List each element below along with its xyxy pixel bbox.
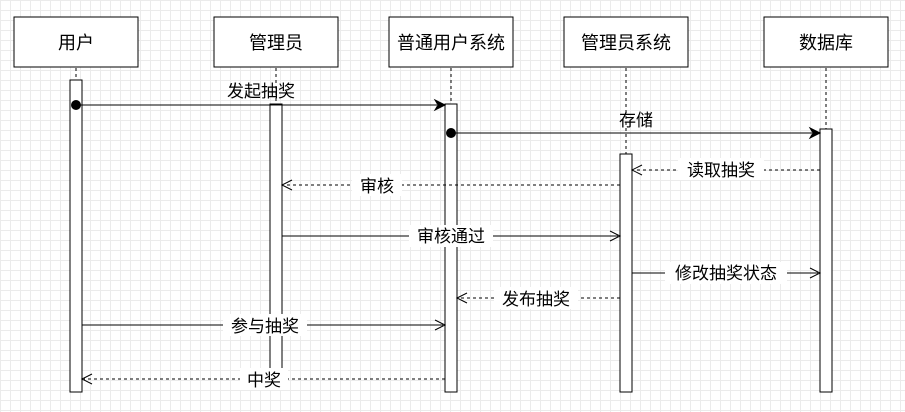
arrowhead-open [280, 179, 293, 191]
message-label: 发布抽奖 [502, 290, 570, 310]
message-read-lottery: 读取抽奖 [630, 158, 820, 181]
participant-user-system: 普通用户系统 [388, 16, 514, 68]
message-label: 参与抽奖 [231, 317, 299, 337]
participant-admin-system: 管理员系统 [563, 16, 689, 68]
participant-label: 普通用户系统 [397, 33, 505, 54]
participant-label: 用户 [58, 33, 94, 54]
arrowhead-open [455, 292, 468, 304]
arrowhead-filled [808, 126, 822, 140]
participant-database: 数据库 [763, 16, 889, 68]
participant-label: 管理员系统 [581, 33, 671, 54]
message-review: 审核 [280, 174, 620, 197]
message-label: 中奖 [247, 371, 281, 391]
arrowhead-open [80, 373, 93, 385]
participant-label: 数据库 [799, 33, 853, 54]
message-label: 读取抽奖 [687, 161, 755, 181]
arrowhead-open [609, 230, 622, 242]
message-label: 审核通过 [417, 227, 485, 247]
arrowhead-open [434, 319, 447, 331]
activations [69, 79, 833, 393]
activation-user-system [444, 103, 458, 393]
message-label: 发起抽奖 [227, 82, 295, 102]
message-start-lottery: 发起抽奖 [71, 82, 447, 112]
arrowhead-open [809, 267, 822, 279]
participant-admin: 管理员 [213, 16, 339, 68]
activation-database [819, 128, 833, 393]
arrowhead-filled [433, 98, 447, 112]
message-join-lottery: 参与抽奖 [82, 314, 447, 337]
message-review-approved: 审核通过 [282, 225, 622, 247]
messages: 发起抽奖 存储 读取抽奖 审核 审核通过 [71, 82, 822, 391]
participant-label: 管理员 [249, 33, 303, 54]
activation-admin-system [619, 153, 633, 393]
message-label: 审核 [360, 177, 394, 197]
message-win: 中奖 [80, 368, 445, 391]
message-update-status: 修改抽奖状态 [632, 262, 822, 284]
message-publish-lottery: 发布抽奖 [455, 287, 620, 310]
activation-user [69, 79, 83, 393]
message-label: 修改抽奖状态 [675, 264, 777, 284]
message-label: 存储 [619, 111, 653, 131]
arrowhead-open [630, 164, 643, 176]
message-store: 存储 [446, 111, 822, 140]
participant-user: 用户 [13, 16, 139, 68]
